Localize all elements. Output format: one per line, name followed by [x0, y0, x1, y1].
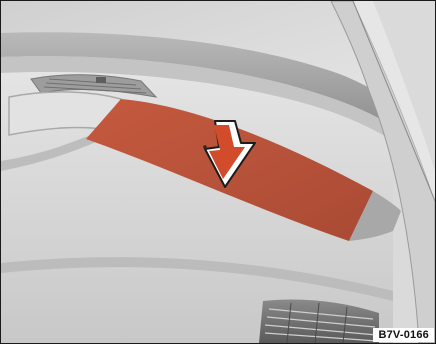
- figure-code-label: B7V-0166: [373, 328, 434, 342]
